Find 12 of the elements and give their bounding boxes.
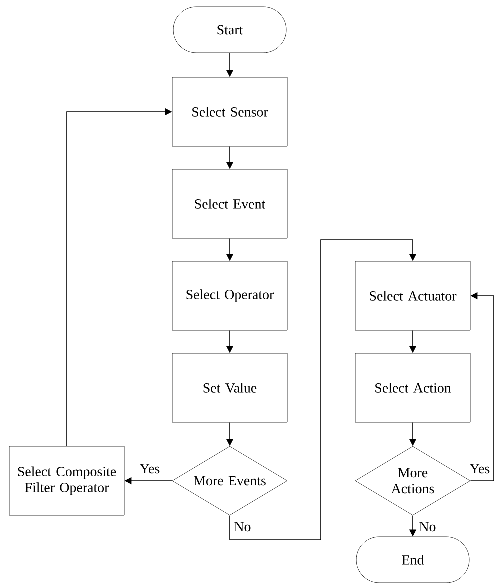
process-box: Select Actuator (355, 261, 471, 331)
process-box: Select Action (355, 353, 471, 423)
arrow (230, 240, 417, 540)
process-box: Set Value (172, 353, 288, 423)
edge-label: Yes (468, 463, 492, 475)
edge-label: Yes (138, 463, 162, 475)
process-box: Select Composite Filter Operator (9, 446, 125, 516)
process-box: Select Operator (172, 261, 288, 331)
process-box: Select Sensor (172, 77, 288, 147)
edge-label: No (418, 521, 438, 533)
process-box: Select Event (172, 169, 288, 239)
edge-label: No (233, 521, 252, 533)
